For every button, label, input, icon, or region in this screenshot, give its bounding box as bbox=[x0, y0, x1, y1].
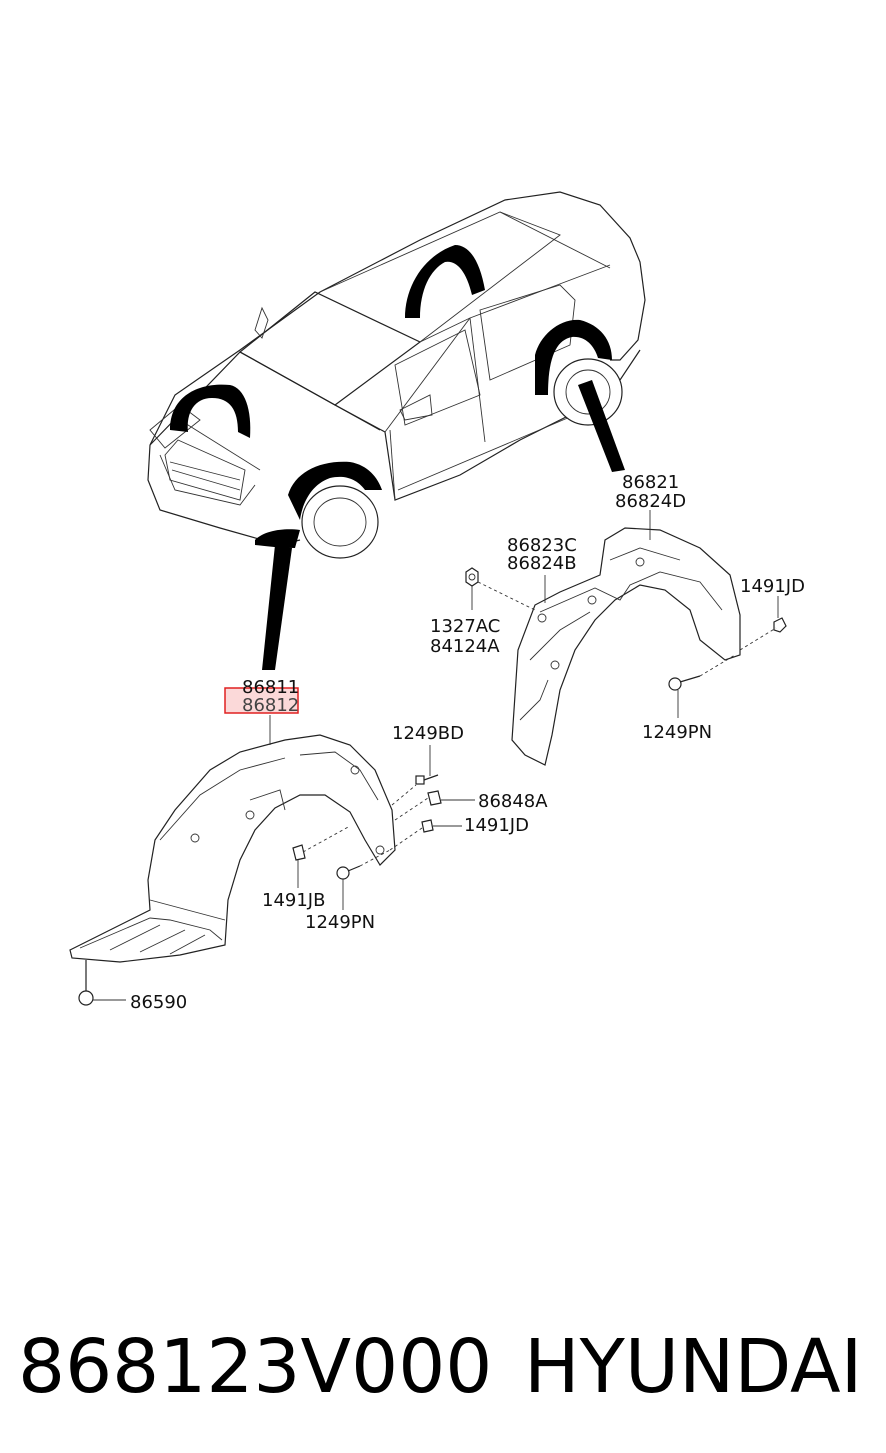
label-86824b: 86824B bbox=[507, 553, 577, 574]
label-1491jb: 1491JB bbox=[262, 890, 325, 911]
brand-name: HYUNDAI bbox=[524, 1324, 863, 1410]
label-86590: 86590 bbox=[130, 992, 187, 1013]
highlight-box bbox=[224, 687, 299, 714]
rear-wheel-liner bbox=[511, 527, 741, 766]
leader-lines bbox=[93, 510, 779, 1001]
clip-b-icon bbox=[292, 844, 306, 861]
clip-icon bbox=[421, 819, 434, 833]
fasteners bbox=[78, 567, 787, 1006]
label-86824d: 86824D bbox=[615, 491, 686, 512]
label-86812: 86812 bbox=[242, 695, 299, 716]
label-86821: 86821 bbox=[622, 472, 679, 493]
bolt-icon bbox=[415, 774, 439, 785]
screw-icon bbox=[336, 865, 361, 880]
nut-clip-icon bbox=[427, 790, 442, 806]
label-86811: 86811 bbox=[242, 677, 299, 698]
label-1249bd: 1249BD bbox=[392, 723, 464, 744]
part-number: 868123V000 bbox=[18, 1324, 492, 1410]
label-1249pn-front: 1249PN bbox=[305, 912, 375, 933]
clip-icon bbox=[773, 617, 787, 633]
label-86823c: 86823C bbox=[507, 535, 577, 556]
label-84124a: 84124A bbox=[430, 636, 500, 657]
label-1327ac: 1327AC bbox=[430, 616, 500, 637]
car-illustration bbox=[147, 191, 646, 670]
label-86848a: 86848A bbox=[478, 791, 548, 812]
label-1249pn-rear: 1249PN bbox=[642, 722, 712, 743]
bottom-clip-icon bbox=[78, 960, 94, 1006]
front-wheel-liner bbox=[69, 734, 396, 963]
label-1491jd-front: 1491JD bbox=[464, 815, 529, 836]
nut-icon bbox=[465, 567, 479, 587]
label-1491jd-rear: 1491JD bbox=[740, 576, 805, 597]
screw-icon bbox=[668, 675, 701, 691]
